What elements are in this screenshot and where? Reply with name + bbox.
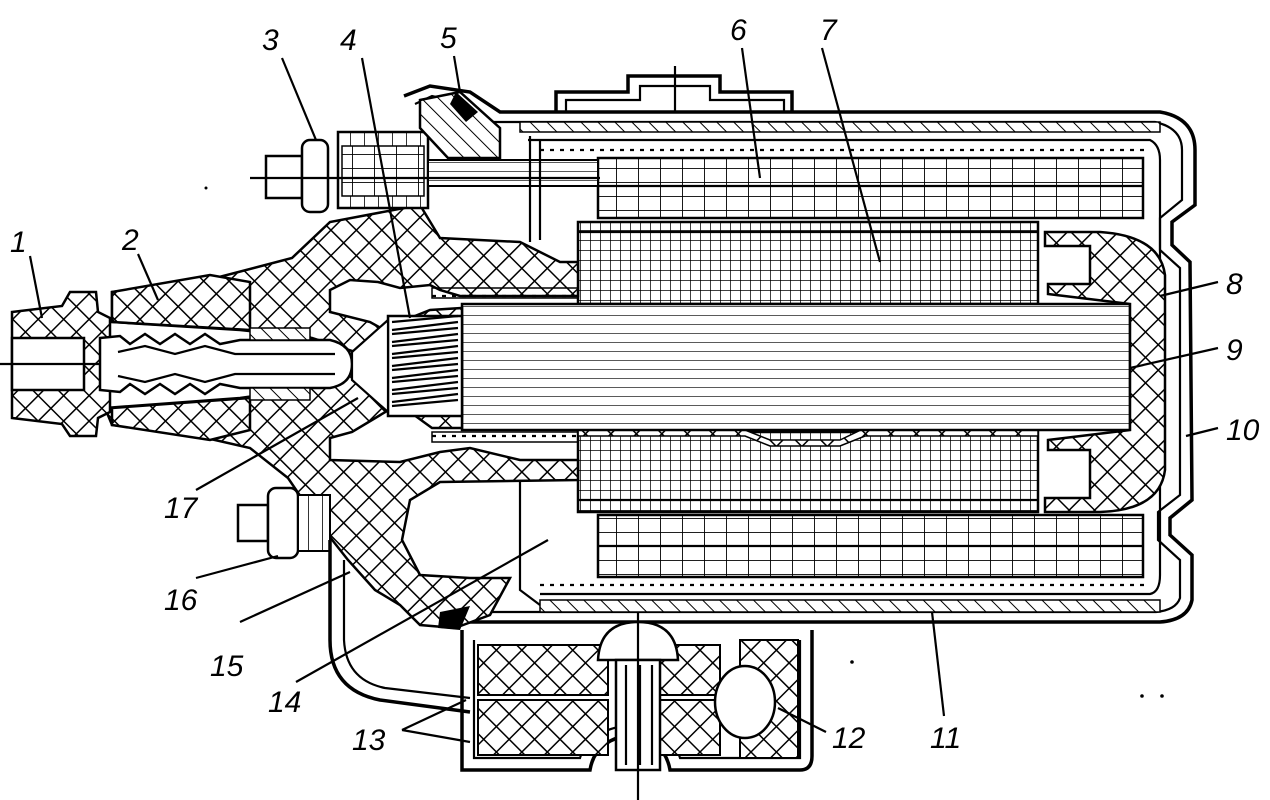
- case-wall-top: [519, 121, 1161, 133]
- end-insulator-cup: [1043, 230, 1167, 514]
- label-15: 15: [210, 650, 244, 683]
- leader-lines: [28, 47, 1219, 744]
- label-3: 3: [262, 24, 279, 57]
- insulation-strip: [577, 427, 1039, 447]
- label-8: 8: [1226, 268, 1243, 301]
- label-12: 12: [832, 722, 866, 755]
- insulator-block-lower: [477, 699, 609, 756]
- secondary-winding-top: [596, 156, 1145, 220]
- label-16: 16: [164, 584, 198, 617]
- label-13: 13: [352, 724, 386, 757]
- label-11: 11: [930, 722, 961, 755]
- label-6: 6: [730, 14, 747, 47]
- primary-winding-top: [576, 220, 1040, 306]
- part-labels: 1 2 3 4 5 6 7 8 9 10 11 12 13 14 15 16 1…: [10, 14, 1260, 757]
- label-17: 17: [164, 492, 199, 525]
- resistor-bead: [713, 664, 777, 740]
- lv-terminal-bottom: [236, 486, 331, 560]
- label-9: 9: [1226, 334, 1243, 367]
- insulator-block-upper: [477, 644, 609, 696]
- label-4: 4: [340, 24, 357, 57]
- label-5: 5: [440, 22, 457, 55]
- label-7: 7: [820, 14, 838, 47]
- label-14: 14: [268, 686, 301, 719]
- lv-terminal-top: [250, 130, 600, 214]
- label-10: 10: [1226, 414, 1260, 447]
- contact-spring: [386, 314, 464, 418]
- case-wall-bottom: [539, 599, 1161, 613]
- magnetic-core: [460, 302, 1132, 432]
- mounting-bracket: [460, 612, 814, 800]
- label-2: 2: [121, 224, 139, 257]
- hv-contact: [98, 332, 354, 396]
- label-1: 1: [10, 226, 27, 259]
